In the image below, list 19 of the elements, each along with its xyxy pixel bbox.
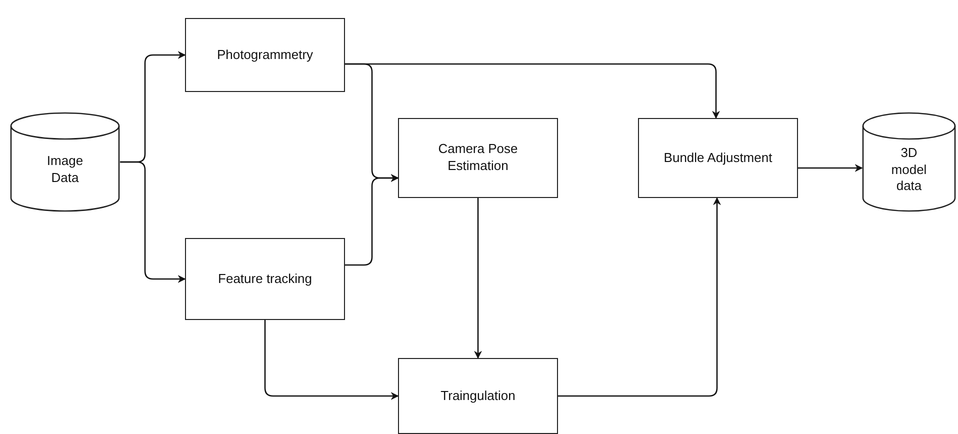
process-box — [638, 118, 798, 198]
arrow — [120, 161, 186, 283]
arrow — [345, 63, 720, 119]
arrow — [558, 197, 721, 397]
node-label: Image Data — [46, 153, 84, 187]
node-label: 3D model data — [890, 144, 928, 196]
process-box — [185, 18, 345, 92]
arrow — [798, 164, 863, 172]
node-label: Photogrammetry — [216, 46, 314, 64]
arrow — [264, 320, 399, 400]
process-box — [398, 118, 558, 198]
node-label: Camera Pose Estimation — [437, 141, 519, 175]
process-box — [185, 238, 345, 320]
node-label: Traingulation — [440, 388, 516, 404]
node-label: Feature tracking — [218, 270, 312, 288]
arrow — [474, 198, 482, 359]
arrow — [345, 174, 399, 266]
node-label: Bundle Adjustment — [664, 150, 772, 166]
process-box — [398, 358, 558, 434]
